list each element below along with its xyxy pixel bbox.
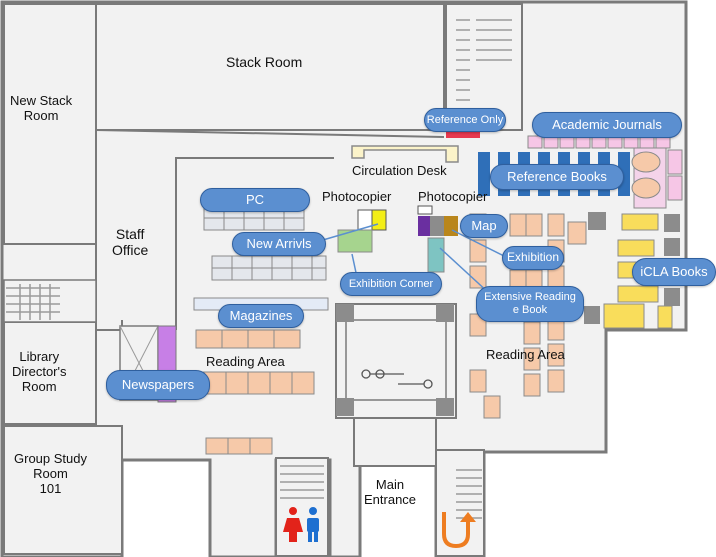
reference-only-bar: [446, 130, 480, 138]
reading-area-right-label: Reading Area: [486, 347, 565, 362]
group-study-room-label: Group Study Room 101: [14, 451, 87, 496]
round-table: [631, 177, 661, 199]
u-turn-up-arrow-icon: [442, 512, 470, 549]
photocopier-left-label: Photocopier: [322, 189, 392, 204]
new-stack-room: [3, 3, 97, 245]
staff-office-wall: [95, 130, 334, 331]
reference-only-callout[interactable]: Reference Only: [424, 108, 506, 132]
new-arrivals-shelves: [211, 255, 327, 281]
newspapers-callout[interactable]: Newspapers: [106, 370, 210, 400]
icla-books-callout[interactable]: iCLA Books: [632, 258, 716, 286]
group-study-room: [3, 425, 123, 555]
pc-callout[interactable]: PC: [200, 188, 310, 212]
grey-pillar: [588, 212, 606, 230]
stack-room-label: Stack Room: [226, 54, 303, 70]
circulation-desk: [351, 145, 459, 163]
reading-area-left-label: Reading Area: [206, 354, 285, 369]
map-stand-purple: [418, 216, 430, 236]
circulation-desk-label: Circulation Desk: [352, 163, 447, 178]
photocopier-yellow: [371, 209, 387, 231]
new-arrivals-callout[interactable]: New Arrivls: [232, 232, 326, 256]
restroom-icon: [283, 507, 319, 542]
exhibition-corner-stand: [337, 229, 373, 253]
map-stand-grey: [430, 216, 444, 236]
exhibition-corner-callout[interactable]: Exhibition Corner: [340, 272, 442, 296]
magazines-callout[interactable]: Magazines: [218, 304, 304, 328]
round-table: [631, 151, 661, 173]
library-directors-room-label: Library Director's Room: [12, 349, 67, 394]
map-callout[interactable]: Map: [460, 214, 508, 238]
map-stand-brown: [444, 216, 458, 236]
icla-book-shelves: [603, 213, 659, 329]
photocopier-right: [417, 205, 433, 215]
library-directors-room: [3, 321, 97, 425]
reference-books-callout[interactable]: Reference Books: [490, 164, 624, 190]
photocopier-right-label: Photocopier: [418, 189, 488, 204]
new-stack-room-label: New Stack Room: [10, 93, 73, 123]
grey-blocks: [584, 214, 680, 329]
academic-journals-callout[interactable]: Academic Journals: [532, 112, 682, 138]
main-entrance-corridor: [353, 417, 437, 467]
extensive-reading-callout[interactable]: Extensive Reading e Book: [476, 286, 584, 322]
extensive-reading-shelf: [427, 237, 445, 273]
restroom-corridor: [275, 457, 329, 557]
exhibition-callout[interactable]: Exhibition: [502, 246, 564, 270]
left-reading-tables: [181, 329, 315, 455]
staff-office-label: Staff Office: [112, 226, 149, 259]
elevator-icon: [361, 369, 433, 389]
main-entrance-label: Main Entrance: [364, 477, 417, 507]
